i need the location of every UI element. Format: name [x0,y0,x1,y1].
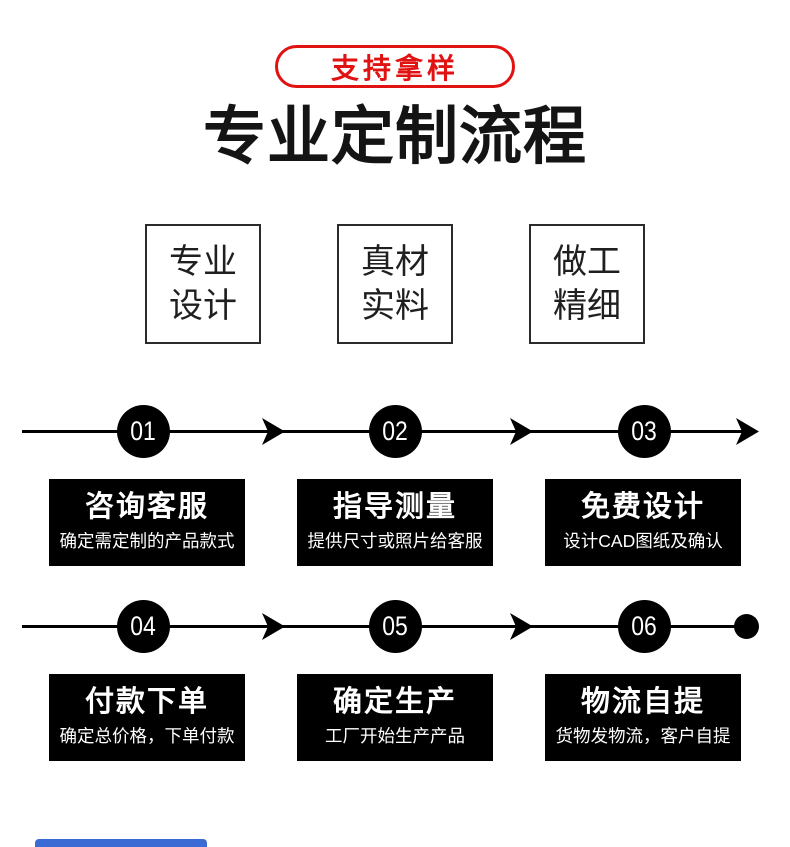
step-number: 02 [382,416,409,446]
feature-line: 真材 [361,243,429,281]
step-box-consult: 咨询客服 确定需定制的产品款式 [49,479,245,566]
step-box-free-design: 免费设计 设计CAD图纸及确认 [545,479,741,566]
step-box-production: 确定生产 工厂开始生产产品 [297,674,493,761]
sample-support-badge: 支持拿样 [275,45,515,88]
feature-box-material: 真材 实料 [337,224,453,344]
arrow-right-icon [510,613,533,640]
step-number: 01 [130,416,157,446]
section-title: 专业定制流程 [203,102,587,172]
step-title: 确定生产 [332,686,457,718]
arrow-right-icon [262,418,285,445]
step-desc: 货物发物流，客户自提 [555,726,731,746]
end-dot-icon [734,614,759,639]
step-circle-05: 05 [369,600,422,653]
badge-label: 支持拿样 [330,52,459,84]
feature-box-workmanship: 做工 精细 [529,224,645,344]
step-box-payment: 付款下单 确定总价格，下单付款 [49,674,245,761]
arrow-right-icon [510,418,533,445]
step-desc: 设计CAD图纸及确认 [563,531,723,551]
step-box-measure: 指导测量 提供尺寸或照片给客服 [297,479,493,566]
step-circle-01: 01 [117,405,170,458]
step-desc: 确定需定制的产品款式 [59,531,235,551]
step-title: 物流自提 [580,686,705,718]
arrow-right-icon [736,418,759,445]
step-number: 03 [631,416,658,446]
step-title: 免费设计 [580,491,705,523]
next-section-blue-bar [35,839,207,847]
feature-line: 专业 [169,243,237,281]
feature-line: 做工 [553,243,621,281]
arrow-right-icon [262,613,285,640]
step-title: 指导测量 [332,491,457,523]
feature-line: 实料 [361,287,429,325]
step-boxes-row2: 付款下单 确定总价格，下单付款 确定生产 工厂开始生产产品 物流自提 货物发物流… [0,674,790,761]
step-number: 05 [382,611,409,641]
step-number: 04 [130,611,157,641]
step-circle-04: 04 [117,600,170,653]
feature-line: 精细 [553,287,621,325]
step-box-logistics: 物流自提 货物发物流，客户自提 [545,674,741,761]
step-title: 咨询客服 [84,491,209,523]
feature-boxes: 专业 设计 真材 实料 做工 精细 [0,224,790,344]
step-desc: 提供尺寸或照片给客服 [307,531,483,551]
process-timeline-row2: 04 05 06 [0,595,790,659]
step-number: 06 [631,611,658,641]
step-desc: 工厂开始生产产品 [325,726,465,746]
step-circle-02: 02 [369,405,422,458]
badge-row: 支持拿样 [0,0,790,88]
step-desc: 确定总价格，下单付款 [59,726,235,746]
step-title: 付款下单 [84,686,209,718]
step-circle-06: 06 [618,600,671,653]
feature-box-design: 专业 设计 [145,224,261,344]
step-circle-03: 03 [618,405,671,458]
feature-line: 设计 [169,287,237,325]
process-timeline-row1: 01 02 03 [0,400,790,464]
step-boxes-row1: 咨询客服 确定需定制的产品款式 指导测量 提供尺寸或照片给客服 免费设计 设计C… [0,479,790,566]
